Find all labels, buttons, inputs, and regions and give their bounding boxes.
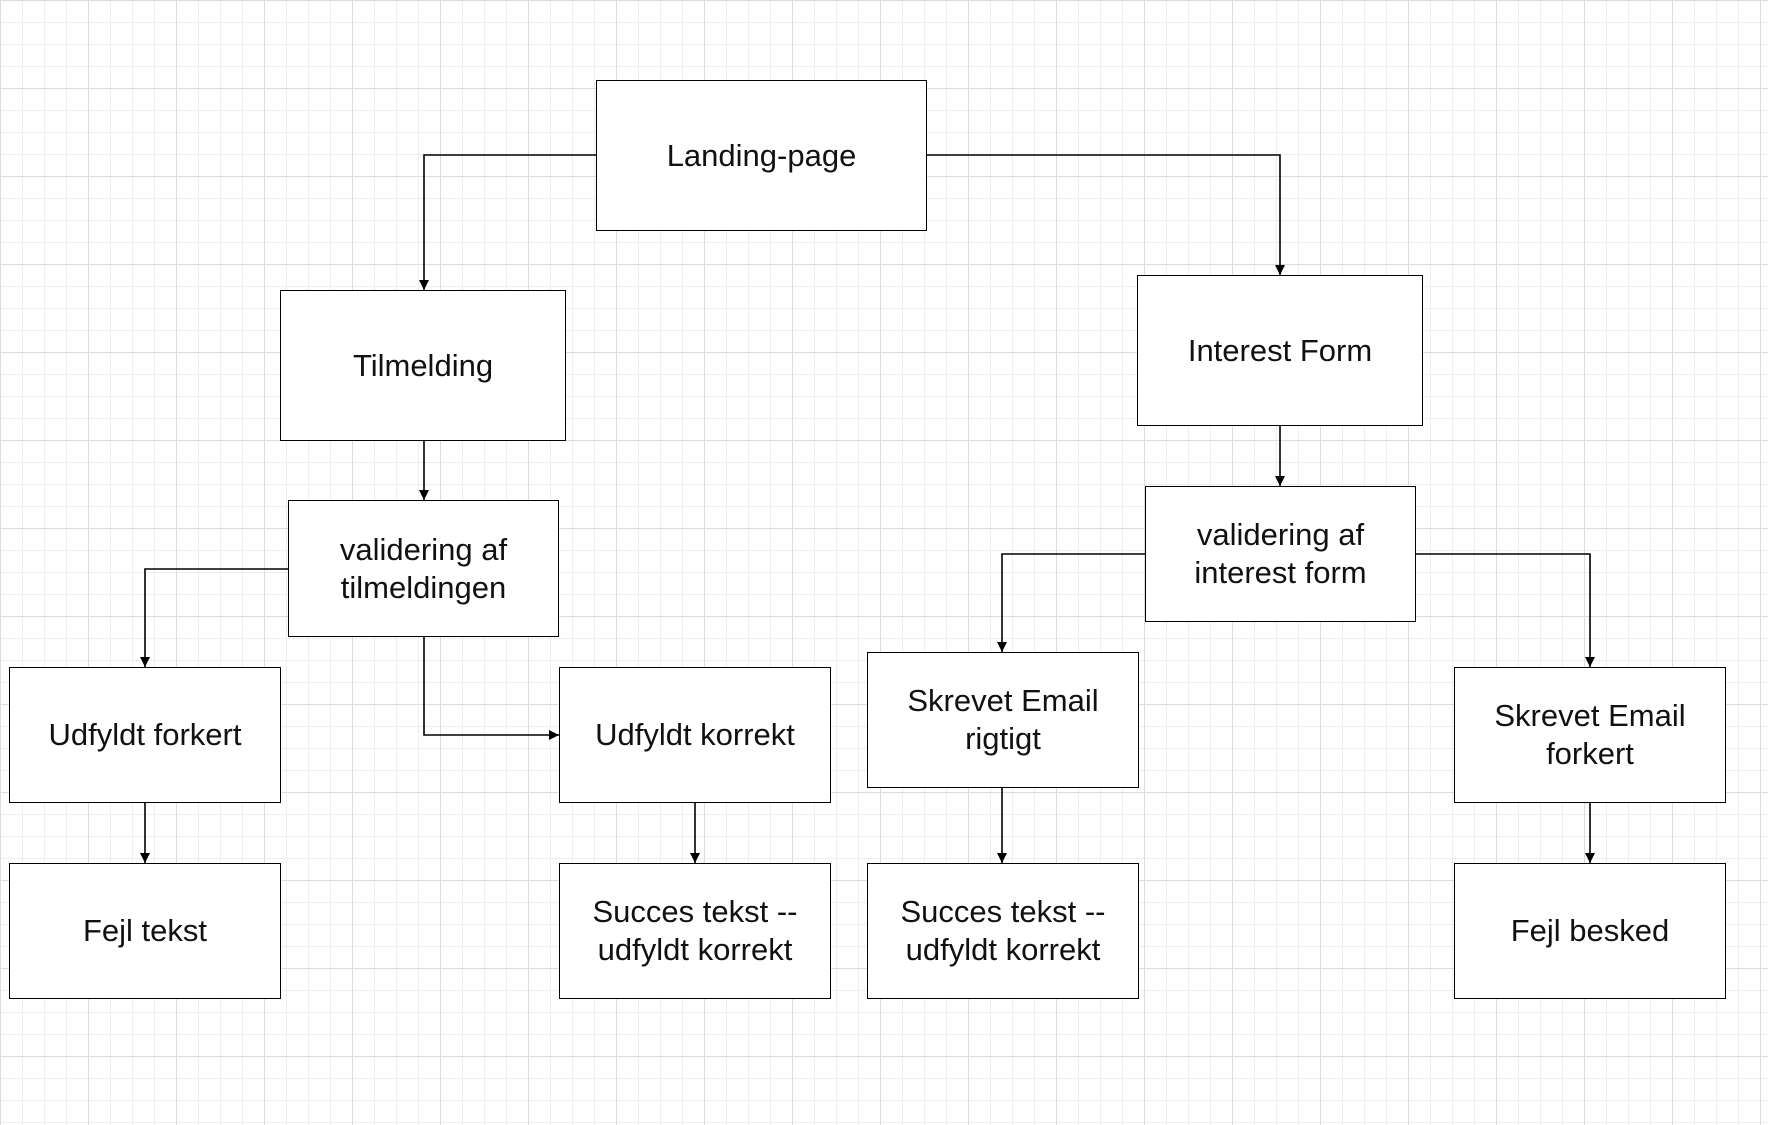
node-label-interest-form: Interest Form — [1187, 332, 1373, 368]
node-label-fejl-besked: Fejl besked — [1510, 913, 1670, 948]
node-skrevet-email-rigtigt[interactable]: Skrevet Email rigtigt — [867, 652, 1139, 788]
node-udfyldt-korrekt[interactable]: Udfyldt korrekt — [559, 667, 831, 803]
node-label-fejl-tekst: Fejl tekst — [82, 913, 208, 948]
connector-validering-to-udfyldt-forkert — [140, 568, 288, 667]
node-interest-form[interactable]: Interest Form — [1137, 275, 1423, 426]
node-label-validering-interest-form: validering af interest form — [1194, 517, 1367, 590]
node-label-succes-tekst-interest: Succes tekst -- udfyldt korrekt — [900, 894, 1106, 967]
node-validering-tilmelding[interactable]: validering af tilmeldingen — [288, 500, 559, 637]
connector-landing-to-interest-form — [927, 154, 1285, 275]
node-skrevet-email-forkert[interactable]: Skrevet Email forkert — [1454, 667, 1726, 803]
node-label-tilmelding: Tilmelding — [352, 347, 494, 383]
node-succes-tekst-tilmelding[interactable]: Succes tekst -- udfyldt korrekt — [559, 863, 831, 999]
node-udfyldt-forkert[interactable]: Udfyldt forkert — [9, 667, 281, 803]
connector-landing-to-tilmelding — [419, 154, 596, 290]
node-label-succes-tekst-tilmelding: Succes tekst -- udfyldt korrekt — [592, 894, 798, 967]
node-label-udfyldt-forkert: Udfyldt forkert — [48, 717, 242, 752]
node-fejl-besked[interactable]: Fejl besked — [1454, 863, 1726, 999]
node-validering-interest-form[interactable]: validering af interest form — [1145, 486, 1416, 622]
node-label-udfyldt-korrekt: Udfyldt korrekt — [595, 717, 795, 752]
node-tilmelding[interactable]: Tilmelding — [280, 290, 566, 441]
node-label-skrevet-email-forkert: Skrevet Email forkert — [1494, 698, 1686, 771]
connector-validering-to-udfyldt-korrekt — [423, 637, 559, 740]
node-fejl-tekst[interactable]: Fejl tekst — [9, 863, 281, 999]
node-succes-tekst-interest[interactable]: Succes tekst -- udfyldt korrekt — [867, 863, 1139, 999]
node-label-skrevet-email-rigtigt: Skrevet Email rigtigt — [907, 683, 1099, 756]
node-landing-page[interactable]: Landing-page — [596, 80, 927, 231]
node-label-validering-tilmelding: validering af tilmeldingen — [339, 531, 508, 605]
connector-validering-to-email-forkert — [1416, 553, 1595, 667]
connector-validering-to-email-rigtigt — [997, 553, 1145, 652]
node-label-landing-page: Landing-page — [666, 137, 857, 173]
